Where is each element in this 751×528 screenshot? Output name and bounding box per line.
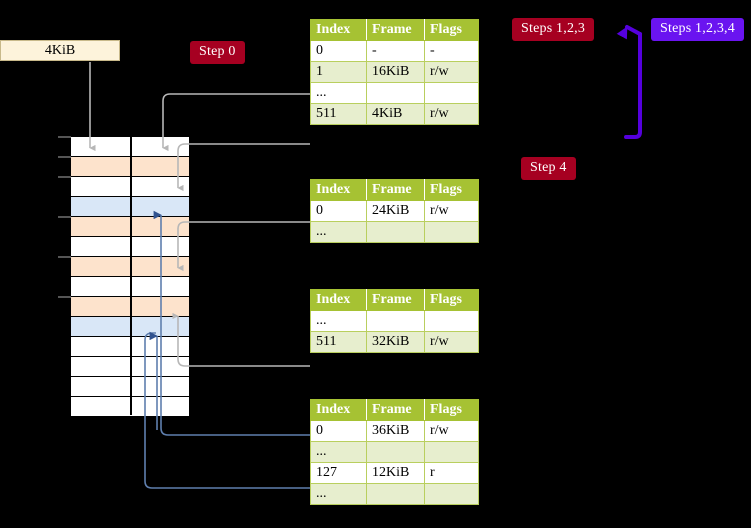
grid-tick: [58, 176, 71, 178]
table-2-r0-c0: 0: [310, 200, 367, 222]
table-1-r2-c0: ...: [310, 82, 367, 104]
table-4-r3-c0: ...: [310, 483, 367, 505]
table-4-r1-c0: ...: [310, 441, 367, 463]
table-1-header-flags: Flags: [424, 19, 479, 41]
table-3-r1-c1: 32KiB: [366, 331, 425, 353]
table-3-r0-c0: ...: [310, 310, 367, 332]
table-3-r0-c1: [366, 310, 425, 332]
table-4-r1-c2: [424, 441, 479, 463]
table-2-header-frame: Frame: [366, 179, 425, 201]
table-3-header-index: Index: [310, 289, 367, 311]
arrow-table3-to-memory: [172, 312, 310, 367]
table-3-r0-c2: [424, 310, 479, 332]
table-row: ...: [310, 82, 479, 104]
physical-memory-grid: [70, 136, 190, 417]
table-4-header-flags: Flags: [424, 399, 479, 421]
table-1-r0-c0: 0: [310, 40, 367, 62]
frame-size-label: 4KiB: [44, 42, 76, 58]
table-2-r1-c1: [366, 221, 425, 243]
grid-tick: [58, 136, 71, 138]
table-row: ...: [310, 441, 479, 463]
grid-tick: [58, 216, 71, 218]
table-4-r0-c2: r/w: [424, 420, 479, 442]
grid-tick: [58, 156, 71, 158]
table-4-r0-c0: 0: [310, 420, 367, 442]
arrow-table1b-to-memory: [177, 143, 310, 192]
table-1-r2-c2: [424, 82, 479, 104]
table-1-r2-c1: [366, 82, 425, 104]
table-1-r1-c2: r/w: [424, 61, 479, 83]
table-1-header-index: Index: [310, 19, 367, 41]
badge-step-4-label: Step 4: [530, 160, 567, 175]
grid-tick: [58, 296, 71, 298]
table-3-r1-c0: 511: [310, 331, 367, 353]
table-1-r3-c2: r/w: [424, 103, 479, 125]
table-4-r2-c2: r: [424, 462, 479, 484]
table-4-r2-c0: 127: [310, 462, 367, 484]
badge-step-4: Step 4: [521, 157, 576, 180]
purple-bracket-arrow: [616, 25, 642, 40]
badge-steps-1234: Steps 1,2,3,4: [651, 18, 744, 41]
table-1-r3-c1: 4KiB: [366, 103, 425, 125]
table-4-r1-c1: [366, 441, 425, 463]
table-4-r3-c1: [366, 483, 425, 505]
table-2-r0-c1: 24KiB: [366, 200, 425, 222]
table-4-r0-c1: 36KiB: [366, 420, 425, 442]
table-1-r3-c0: 511: [310, 103, 367, 125]
badge-steps-1234-label: Steps 1,2,3,4: [660, 21, 735, 36]
badge-step-0: Step 0: [190, 41, 245, 64]
table-1-r0-c2: -: [424, 40, 479, 62]
grid-tick: [58, 256, 71, 258]
table-3-header-frame: Frame: [366, 289, 425, 311]
table-2-r1-c0: ...: [310, 221, 367, 243]
table-2-r0-c2: r/w: [424, 200, 479, 222]
table-2-header-index: Index: [310, 179, 367, 201]
badge-steps-123: Steps 1,2,3: [512, 18, 595, 41]
purple-bracket-path: [624, 32, 642, 139]
table-3-header-flags: Flags: [424, 289, 479, 311]
table-4-r3-c2: [424, 483, 479, 505]
table-2-r1-c2: [424, 221, 479, 243]
table-4-header-frame: Frame: [366, 399, 425, 421]
frame-size-box: 4KiB: [0, 40, 120, 61]
badge-step-0-label: Step 0: [199, 44, 236, 59]
table-1-header-frame: Frame: [366, 19, 425, 41]
table-2-header-flags: Flags: [424, 179, 479, 201]
table-row: ...: [310, 483, 479, 505]
table-4-header-index: Index: [310, 399, 367, 421]
table-3-r1-c2: r/w: [424, 331, 479, 353]
memory-grid-divider: [130, 137, 132, 415]
table-4-r2-c1: 12KiB: [366, 462, 425, 484]
table-row: ...: [310, 221, 479, 243]
table-row: ...: [310, 310, 479, 332]
table-1-r0-c1: -: [366, 40, 425, 62]
badge-steps-123-label: Steps 1,2,3: [521, 21, 586, 36]
table-row: 0--: [310, 40, 479, 62]
table-1-r1-c0: 1: [310, 61, 367, 83]
arrow-table2-to-memory: [177, 221, 310, 272]
table-1-r1-c1: 16KiB: [366, 61, 425, 83]
